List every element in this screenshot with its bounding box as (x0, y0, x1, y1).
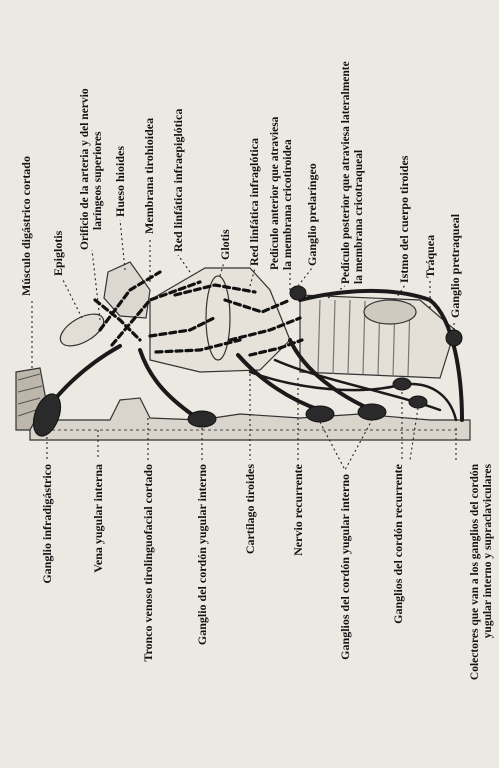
label-pediculo-anterior-line2: la membrana cricotiroidea (282, 139, 294, 270)
node-recurrente-1 (393, 378, 411, 390)
label-red-infraepiglotica: Red linfática infraepiglótica (171, 109, 185, 252)
label-pediculo-posterior-line1: Pedículo posterior que atraviesa lateral… (340, 61, 352, 284)
label-cartilago-tiroides: Cartílago tiroides (243, 464, 257, 554)
label-orificio-line1: Orificio de la arteria y del nervio (79, 88, 91, 250)
label-glotis: Glotis (218, 229, 232, 260)
label-ganglio-cordon-yugular: Ganglio del cordón yugular interno (195, 464, 209, 645)
labels-bottom: Ganglio infradigástrico Vena yugular int… (40, 463, 494, 680)
node-yugular-1 (306, 406, 334, 422)
label-tronco-venoso: Tronco venoso tirolinguofacial cortado (141, 464, 155, 662)
node-prelaringeo (290, 286, 306, 300)
label-colectores-line2: yugular interno y supraclaviculares (482, 463, 494, 638)
node-yugular-2 (358, 404, 386, 420)
label-pediculo-posterior-line2: la membrana cricotraqueal (353, 150, 365, 284)
label-epiglotis: Epiglotis (51, 230, 65, 276)
label-ganglio-infradigastrico: Ganglio infradigástrico (40, 464, 54, 584)
label-orificio-line2: laríngeos superiores (92, 131, 104, 230)
node-pretraqueal (446, 330, 462, 346)
label-musculo-digastrico: Músculo digástrico cortado (19, 156, 33, 296)
label-ganglios-cordon-recurrente: Ganglios del cordón recurrente (391, 463, 405, 624)
label-istmo-tiroides: Istmo del cuerpo tiroides (397, 155, 411, 283)
label-ganglio-prelaringeo: Ganglio prelaríngeo (305, 163, 319, 266)
label-traquea: Tráquea (423, 235, 437, 278)
label-hueso-hioides: Hueso hioides (113, 146, 127, 217)
node-cordon-yugular (188, 411, 216, 427)
label-red-infraglotica: Red linfática infraglótica (247, 138, 261, 266)
label-ganglios-cordon-yugular: Ganglios del cordón yugular interno (338, 474, 352, 660)
label-vena-yugular: Vena yugular interna (91, 464, 105, 573)
label-pediculo-anterior-line1: Pedículo anterior que atraviesa (269, 116, 281, 270)
label-nervio-recurrente: Nervio recurrente (291, 463, 305, 556)
label-membrana-tirohioidea: Membrana tirohioidea (142, 118, 156, 234)
node-recurrente-2 (409, 396, 427, 408)
label-ganglio-pretraqueal: Ganglio pretraqueal (448, 213, 462, 318)
thyroid-cartilage-shape (150, 268, 290, 372)
thyroid-isthmus-shape (364, 300, 416, 324)
label-colectores-line1: Colectores que van a los ganglios del co… (469, 463, 481, 680)
